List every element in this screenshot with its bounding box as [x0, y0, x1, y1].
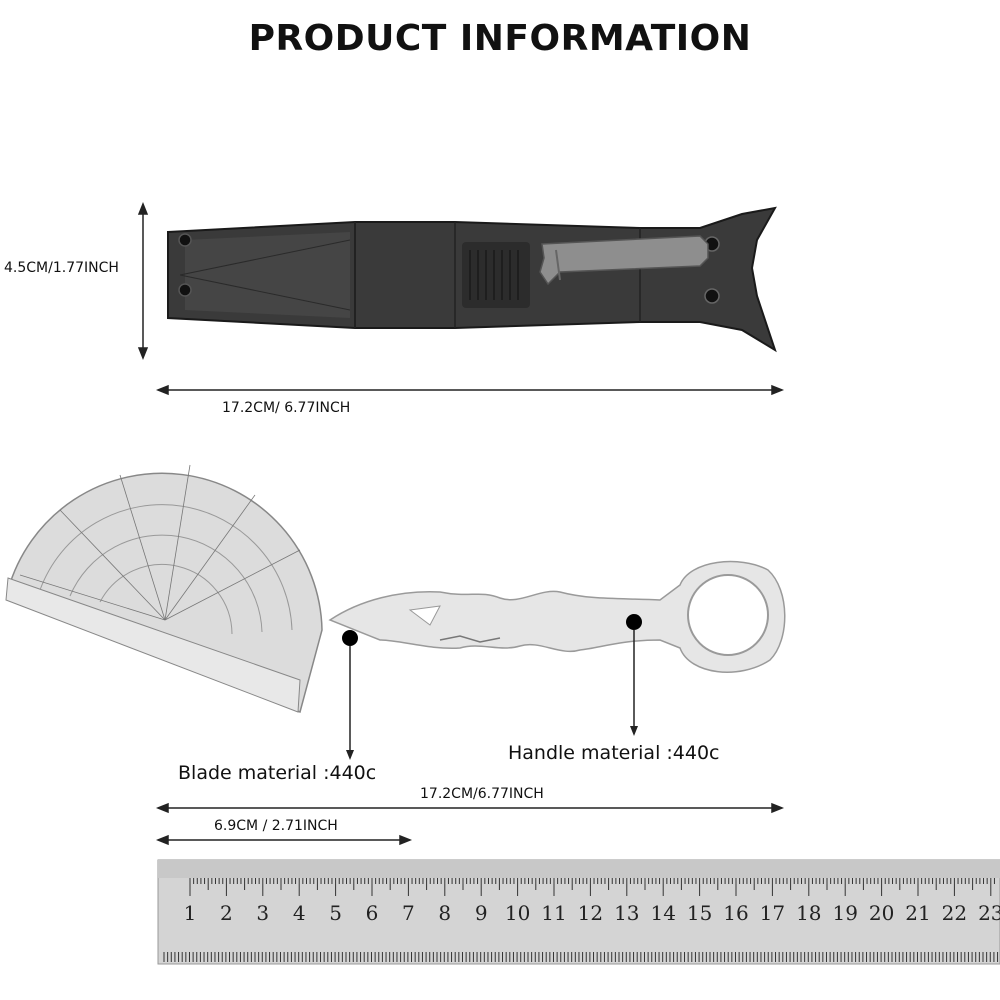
- ruler-number: 13: [614, 901, 639, 925]
- ruler-number: 17: [760, 901, 785, 925]
- handle-material-label: Handle material :440c: [508, 742, 720, 764]
- sheath: [167, 206, 777, 353]
- handle-marker: [626, 614, 642, 736]
- ruler-number: 8: [438, 901, 451, 925]
- ruler-number: 14: [650, 901, 675, 925]
- ruler-number: 11: [541, 901, 566, 925]
- ruler-number: 20: [869, 901, 894, 925]
- ruler-number: 4: [293, 901, 306, 925]
- ruler-number: 21: [905, 901, 930, 925]
- ruler-number: 12: [578, 901, 603, 925]
- ruler-number: 23: [978, 901, 1000, 925]
- ruler-number: 18: [796, 901, 821, 925]
- sheath-length-label: 17.2CM/ 6.77INCH: [222, 400, 351, 416]
- belt-clip: [539, 235, 709, 286]
- ruler-number: 2: [220, 901, 233, 925]
- blade-length-arrow: [155, 834, 413, 846]
- ruler-number: 22: [942, 901, 967, 925]
- ruler-number: 10: [505, 901, 530, 925]
- ruler-number: 5: [329, 901, 342, 925]
- ruler-number: 19: [832, 901, 857, 925]
- sheath-height-label: 4.5CM/1.77INCH: [4, 260, 119, 276]
- blade-marker: [342, 630, 358, 760]
- ruler-number: 7: [402, 901, 415, 925]
- protractor: [5, 464, 323, 713]
- skeleton-knife: [328, 560, 786, 673]
- knife-length-arrow: [155, 802, 785, 814]
- blade-material-label: Blade material :440c: [178, 762, 377, 784]
- ruler-number: 16: [723, 901, 748, 925]
- blade-length-label: 6.9CM / 2.71INCH: [214, 818, 338, 834]
- sheath-length-arrow: [155, 384, 785, 396]
- ruler-number: 15: [687, 901, 712, 925]
- ruler-number: 9: [475, 901, 488, 925]
- ruler-number: 6: [366, 901, 379, 925]
- ruler-number: 3: [256, 901, 269, 925]
- page-title: PRODUCT INFORMATION: [248, 18, 752, 59]
- knife-length-label: 17.2CM/6.77INCH: [420, 786, 544, 802]
- sheath-height-arrow: [137, 201, 149, 361]
- ruler-number: 1: [184, 901, 197, 925]
